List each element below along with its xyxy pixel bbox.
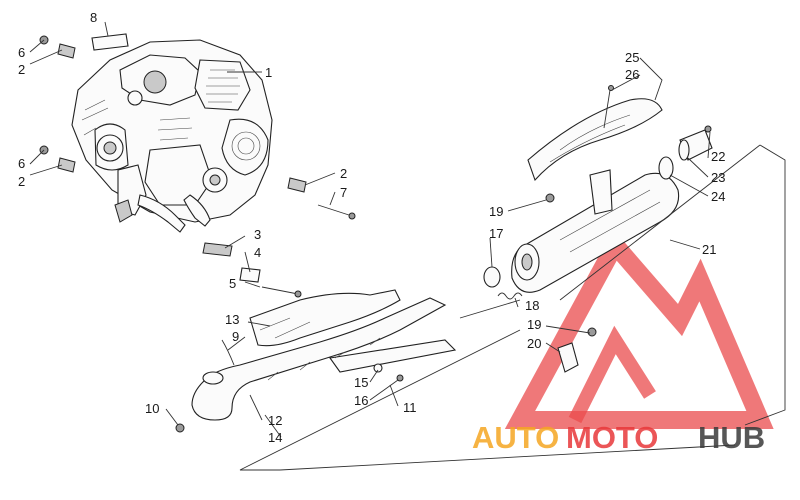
callout-4: 4 [254, 245, 261, 260]
callout-3: 3 [254, 227, 261, 242]
callout-6-top: 6 [18, 45, 25, 60]
callout-8: 8 [90, 10, 97, 25]
callout-1: 1 [265, 65, 272, 80]
bushing-3 [202, 242, 233, 257]
bushing-2-mid [57, 157, 76, 173]
watermark-text: AUTO MOTO HUB [472, 420, 765, 455]
bolt-7 [317, 204, 356, 220]
callout-25: 25 [625, 50, 639, 65]
callout-20: 20 [527, 336, 541, 351]
bushing-2-top [57, 43, 76, 59]
engine-assembly [71, 39, 273, 233]
flange-10 [202, 371, 224, 385]
callout-15: 15 [354, 375, 368, 390]
bracket-muffler [589, 169, 613, 215]
callout-5: 5 [229, 276, 236, 291]
callout-19-lower: 19 [527, 317, 541, 332]
callout-13: 13 [225, 312, 239, 327]
bushing-2-right [287, 177, 307, 193]
bolt-5 [261, 286, 302, 298]
clamp-9 [221, 339, 235, 366]
callout-7: 7 [340, 185, 347, 200]
gasket-24 [658, 156, 674, 180]
bolt-10 [175, 423, 185, 433]
nut-19-lower [587, 327, 597, 337]
screw-26 [603, 85, 614, 129]
callout-9: 9 [232, 329, 239, 344]
spring-18 [497, 292, 523, 300]
callout-12: 12 [268, 413, 282, 428]
decal-part [91, 33, 129, 51]
watermark-logo [504, 229, 774, 429]
exhaust-header-pipe [191, 297, 457, 421]
callout-22: 22 [711, 149, 725, 164]
callout-16: 16 [354, 393, 368, 408]
callout-10: 10 [145, 401, 159, 416]
callout-21: 21 [702, 242, 716, 257]
callout-14: 14 [268, 430, 282, 445]
callout-26: 26 [625, 67, 639, 82]
callouts: 1 8 6 2 6 2 2 7 3 4 5 13 9 10 12 14 15 1… [18, 10, 725, 445]
bracket-15-16 [373, 363, 404, 382]
subassembly-frame [239, 144, 786, 471]
callout-24: 24 [711, 189, 725, 204]
watermark-auto: AUTO [472, 420, 559, 455]
callout-17: 17 [489, 226, 503, 241]
nut-19-upper [545, 193, 555, 203]
spark-arrestor-22-23 [678, 125, 713, 161]
heat-shield-13 [249, 289, 401, 347]
callout-6-mid: 6 [18, 156, 25, 171]
callout-2-right: 2 [340, 166, 347, 181]
callout-11: 11 [403, 400, 417, 415]
watermark-hub: HUB [698, 420, 765, 455]
watermark-moto: MOTO [566, 420, 658, 455]
leader-lines [29, 21, 711, 438]
heat-shield-25 [527, 98, 663, 182]
callout-18: 18 [525, 298, 539, 313]
callout-23: 23 [711, 170, 725, 185]
callout-2-top: 2 [18, 62, 25, 77]
callout-2-mid: 2 [18, 174, 25, 189]
bracket-20 [557, 342, 579, 373]
callout-19-upper: 19 [489, 204, 503, 219]
gasket-17 [483, 266, 501, 288]
spacer-4 [239, 267, 261, 283]
